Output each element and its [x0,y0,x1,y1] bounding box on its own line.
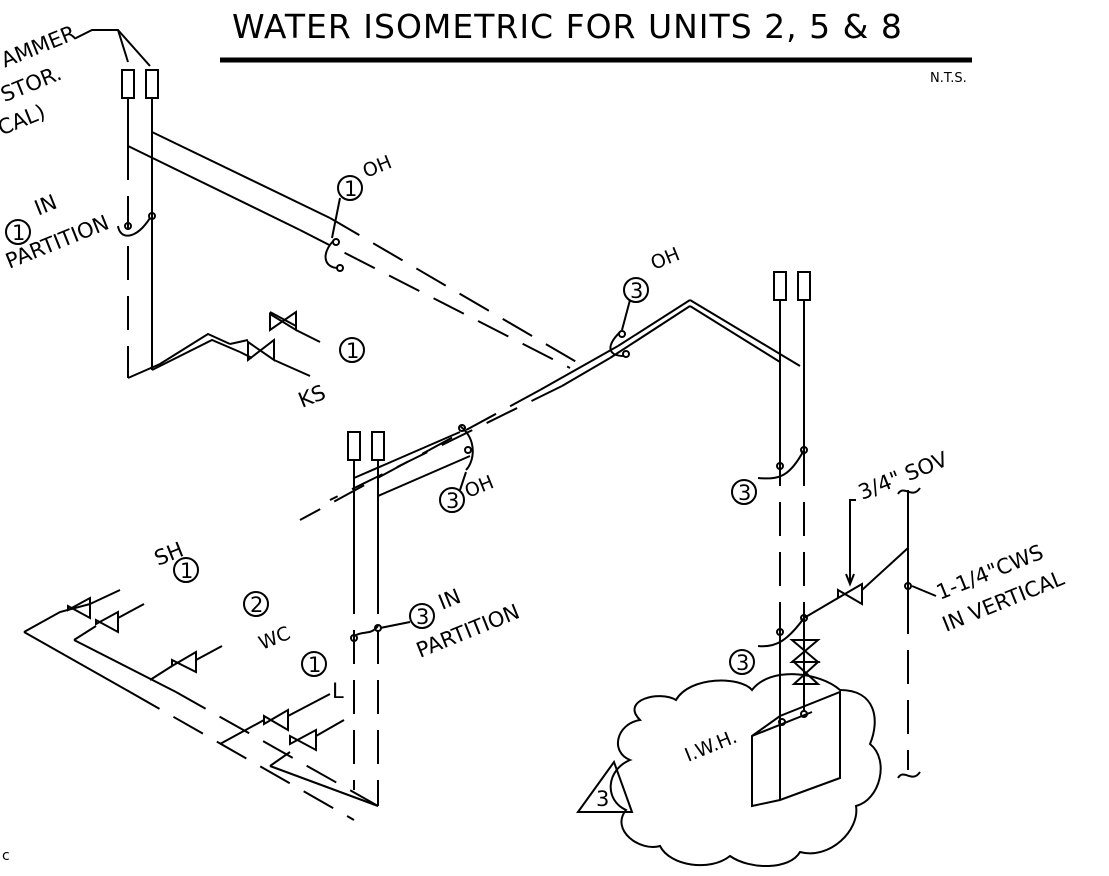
svg-text:OH: OH [360,151,395,182]
svg-text:3: 3 [446,489,459,513]
callout-sh: SH 1 [151,537,199,583]
svg-text:1: 1 [346,339,359,363]
callout-in-partition-3: 3 IN PARTITION [379,584,523,663]
callout-oh-3b: 3 OH [439,471,497,513]
svg-text:AMMER: AMMER [0,21,79,73]
svg-text:KS: KS [295,380,329,412]
sov-and-cws: 3/4" SOV 1-1/4"CWS IN VERTICAL [803,447,1068,779]
center-junction-pipes [299,299,801,521]
scale-note: N.T.S. [930,71,967,86]
callout-heater-3: 3 [729,649,755,675]
svg-text:1: 1 [12,221,25,245]
svg-text:1: 1 [180,559,193,583]
svg-text:I.W.H.: I.W.H. [682,726,741,767]
svg-text:L: L [332,679,344,703]
hammer-arrestor-top-left [121,69,159,146]
svg-text:1: 1 [308,653,321,677]
svg-text:WC: WC [256,622,294,654]
svg-text:3: 3 [736,651,749,675]
svg-text:3: 3 [416,605,429,629]
corner-mark: c [2,848,10,864]
svg-text:OH: OH [648,243,683,274]
svg-text:PARTITION: PARTITION [413,600,523,663]
bottom-left-fixture-branches [23,589,379,821]
svg-text:3: 3 [596,787,609,811]
main-pipe-run [127,131,581,369]
callout-wc: 2 WC [243,591,294,655]
water-heater: I.W.H. [609,673,882,867]
diagram-title: WATER ISOMETRIC FOR UNITS 2, 5 & 8 [232,7,903,46]
svg-text:OH: OH [462,471,497,502]
kitchen-sink-valves: 1 KS [229,310,365,413]
callout-riser-3: 3 [731,479,757,505]
center-left-risers [347,424,474,806]
svg-text:3: 3 [630,279,643,303]
svg-text:IN: IN [435,584,464,614]
svg-text:3/4" SOV: 3/4" SOV [855,447,952,505]
revision-triangle: 3 [576,759,634,813]
svg-text:IN: IN [31,190,60,220]
callout-l: 1 L [301,651,344,703]
svg-text:3: 3 [738,481,751,505]
left-riser-pipes [124,146,241,379]
svg-text:2: 2 [250,593,263,617]
svg-text:1: 1 [344,177,357,201]
